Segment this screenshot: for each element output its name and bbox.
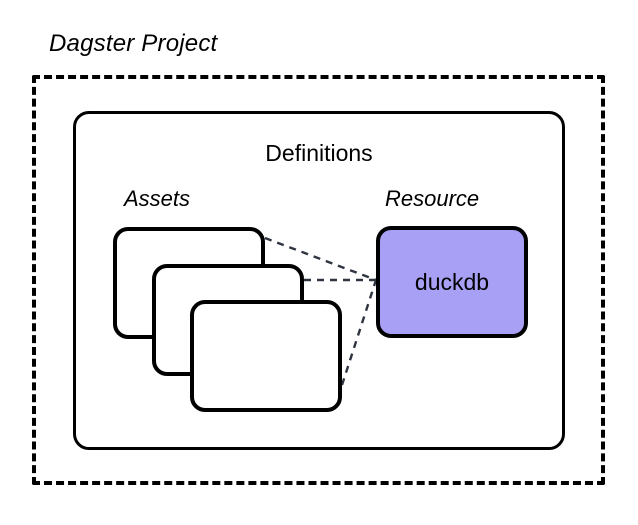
duckdb-resource-label: duckdb <box>414 268 490 295</box>
duckdb-resource-node[interactable]: duckdb <box>376 226 528 338</box>
assets-group-label: Assets <box>124 186 191 211</box>
asset-card[interactable] <box>190 300 342 412</box>
resource-group-label: Resource <box>385 186 480 211</box>
page-title: Dagster Project <box>49 30 218 57</box>
dagster-project-container <box>32 75 605 485</box>
definitions-label: Definitions <box>265 140 373 166</box>
